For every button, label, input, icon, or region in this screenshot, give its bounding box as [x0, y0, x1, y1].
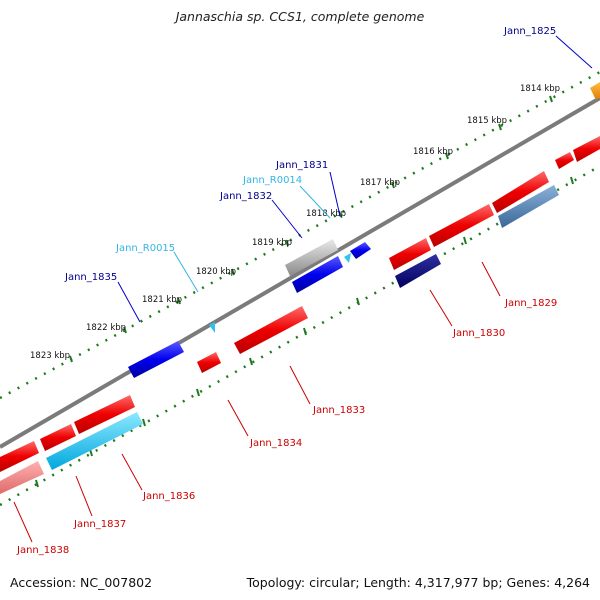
label-jann-r0015: Jann_R0015: [115, 243, 175, 254]
map-title: Jannaschia sp. CCS1, complete genome: [175, 9, 425, 24]
ruler-label-1820: 1820 kbp: [196, 267, 236, 277]
ruler-label-1821: 1821 kbp: [142, 295, 182, 305]
gene-red-a[interactable]: [555, 152, 574, 169]
label-jann-1834: Jann_1834: [249, 438, 302, 449]
gene-red-e[interactable]: [40, 424, 76, 451]
gene-jann-1829[interactable]: [492, 171, 549, 213]
gene-jann-1837[interactable]: [46, 412, 143, 470]
genome-backbone: [0, 96, 600, 449]
gene-jann-r0015[interactable]: [209, 322, 215, 333]
ruler-label-1814: 1814 kbp: [520, 84, 560, 94]
gene-jann-1825[interactable]: [590, 82, 600, 100]
gene-steel[interactable]: [498, 185, 559, 228]
gene-red-b[interactable]: [573, 136, 600, 162]
gene-jann-1836[interactable]: [74, 395, 135, 434]
accession-text: Accession: NC_007802: [10, 575, 153, 590]
ruler-label-1816: 1816 kbp: [413, 147, 453, 157]
label-jann-1831: Jann_1831: [275, 160, 328, 171]
ruler-label-1815: 1815 kbp: [467, 116, 507, 126]
gene-jann-r0014[interactable]: [344, 253, 351, 263]
gene-red-c[interactable]: [429, 204, 494, 247]
label-jann-1829: Jann_1829: [504, 298, 557, 309]
label-jann-1833: Jann_1833: [312, 405, 365, 416]
gene-gray[interactable]: [285, 239, 338, 276]
label-jann-1830: Jann_1830: [452, 328, 505, 339]
label-jann-1825: Jann_1825: [503, 26, 556, 37]
gene-jann-1835[interactable]: [128, 341, 184, 378]
ruler-label-1817: 1817 kbp: [360, 178, 400, 188]
gene-labels: Jann_1825 Jann_1831 Jann_R0014 Jann_1832…: [16, 26, 557, 556]
label-jann-1836: Jann_1836: [142, 491, 195, 502]
ruler-label-1823: 1823 kbp: [30, 351, 70, 361]
gene-jann-1830[interactable]: [395, 254, 441, 288]
label-jann-r0014: Jann_R0014: [242, 175, 302, 186]
ruler-label-1822: 1822 kbp: [86, 323, 126, 333]
label-jann-1832: Jann_1832: [219, 191, 272, 202]
genome-summary-text: Topology: circular; Length: 4,317,977 bp…: [246, 575, 590, 590]
label-jann-1835: Jann_1835: [64, 272, 117, 283]
ruler-label-1819: 1819 kbp: [252, 238, 292, 248]
gene-jann-1831[interactable]: [350, 242, 371, 259]
gene-jann-1838[interactable]: [0, 461, 44, 494]
gene-jann-1834[interactable]: [197, 352, 221, 373]
callout-lines: [13, 35, 593, 543]
gene-red-d[interactable]: [389, 238, 431, 270]
gene-red-f[interactable]: [0, 441, 39, 472]
label-jann-1837: Jann_1837: [73, 519, 126, 530]
gene-jann-1833[interactable]: [234, 306, 308, 354]
label-jann-1838: Jann_1838: [16, 545, 69, 556]
gene-jann-1832[interactable]: [292, 256, 343, 293]
